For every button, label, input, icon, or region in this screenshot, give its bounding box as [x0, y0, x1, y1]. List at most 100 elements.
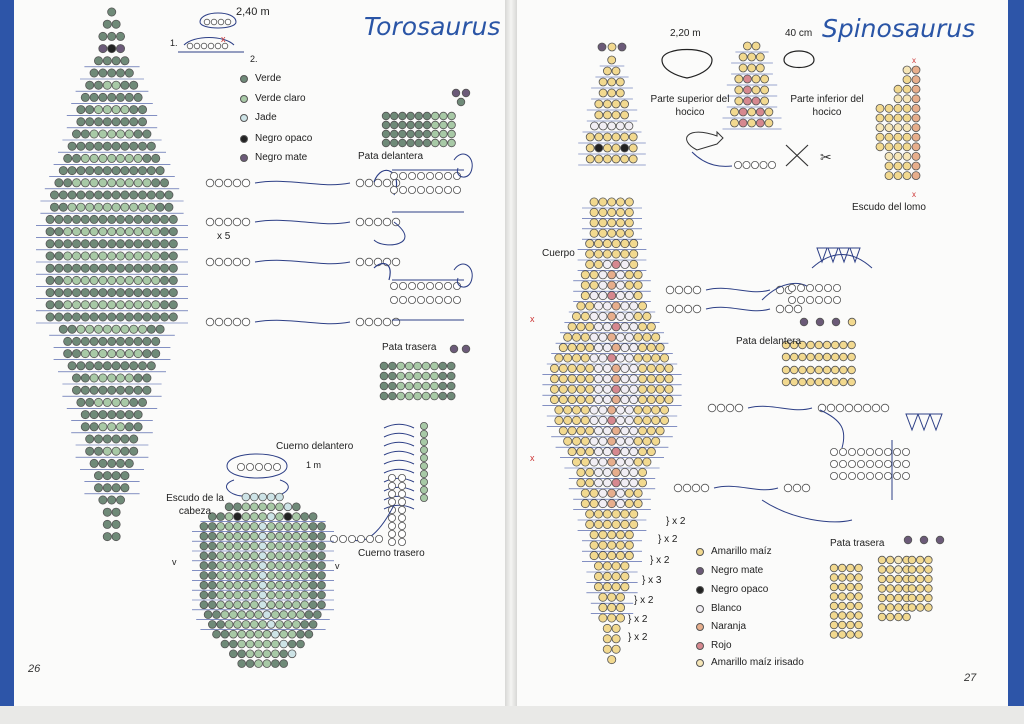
bead	[80, 349, 90, 359]
bead	[254, 462, 263, 471]
bead	[901, 459, 910, 468]
bead	[414, 111, 423, 121]
bead	[142, 336, 152, 346]
bead	[116, 373, 126, 383]
bead	[616, 291, 626, 301]
bead	[611, 322, 621, 332]
legend-item-naranja: Naranja	[696, 621, 746, 632]
bead	[338, 535, 347, 544]
bead	[275, 571, 284, 580]
bead	[133, 288, 143, 298]
bead	[884, 104, 894, 113]
bead	[585, 395, 595, 405]
bead	[446, 361, 456, 371]
bead	[266, 561, 276, 570]
bead	[419, 453, 428, 462]
legend-item-amarillo: Amarillo maíz	[696, 546, 772, 557]
bead	[594, 395, 604, 405]
bead	[856, 471, 865, 480]
bead	[576, 478, 586, 488]
bead	[846, 592, 855, 601]
thread-path	[383, 423, 415, 429]
bead	[233, 561, 242, 570]
bead	[355, 317, 365, 327]
bead	[585, 239, 595, 249]
bead	[594, 110, 604, 120]
bead	[902, 161, 912, 171]
bead	[421, 361, 431, 371]
bead	[611, 467, 621, 477]
bead	[616, 613, 626, 623]
bead	[838, 620, 847, 630]
bead	[682, 483, 692, 493]
bead	[89, 214, 99, 224]
bead	[907, 555, 917, 565]
bead	[291, 571, 301, 580]
bead	[275, 561, 284, 570]
bead	[629, 259, 639, 269]
thread-path	[373, 262, 391, 281]
bead	[102, 202, 112, 212]
bead	[151, 312, 161, 322]
bead	[258, 541, 268, 551]
bead	[892, 459, 901, 468]
bead	[151, 349, 161, 359]
bead	[116, 92, 126, 102]
bead	[607, 655, 617, 665]
bead	[750, 160, 759, 169]
bead	[45, 227, 55, 237]
bead	[430, 371, 439, 381]
bead	[58, 166, 68, 176]
bead	[911, 104, 921, 113]
bead	[111, 80, 121, 90]
bead	[224, 561, 234, 570]
bead	[431, 111, 440, 121]
thread-path	[849, 247, 861, 264]
bead	[124, 153, 134, 163]
bead	[847, 317, 857, 327]
bead	[585, 322, 595, 332]
thread-path	[453, 153, 473, 178]
bead	[98, 239, 108, 249]
bead	[911, 142, 921, 152]
bead	[598, 457, 608, 467]
bead	[781, 365, 791, 375]
bead	[452, 185, 461, 194]
bead	[245, 462, 254, 471]
bead	[598, 197, 608, 207]
bead	[72, 288, 82, 298]
bead	[734, 96, 744, 106]
bead	[124, 385, 134, 395]
bead	[747, 118, 757, 128]
bead	[421, 391, 431, 401]
thread-path	[453, 263, 473, 288]
bead	[734, 403, 744, 413]
bead	[638, 447, 648, 457]
bead	[611, 66, 621, 76]
bead	[633, 270, 643, 280]
bead	[602, 623, 612, 633]
bead	[620, 322, 630, 332]
bead	[111, 324, 121, 334]
bead	[865, 459, 874, 468]
bead	[589, 353, 599, 363]
bead	[296, 639, 305, 649]
bead	[102, 324, 112, 334]
bead	[620, 343, 630, 353]
bead	[216, 571, 226, 580]
bead	[389, 281, 398, 290]
bead	[683, 304, 693, 314]
bead	[133, 336, 143, 346]
bead	[120, 471, 130, 481]
bead	[629, 374, 639, 384]
bead	[798, 377, 807, 387]
bead	[871, 403, 881, 413]
bead	[287, 639, 297, 649]
bead	[589, 332, 599, 342]
bead	[107, 410, 117, 420]
bead	[589, 457, 599, 467]
bead	[397, 538, 406, 547]
bead	[241, 492, 251, 502]
bead	[838, 563, 847, 573]
thread-path	[819, 409, 845, 449]
